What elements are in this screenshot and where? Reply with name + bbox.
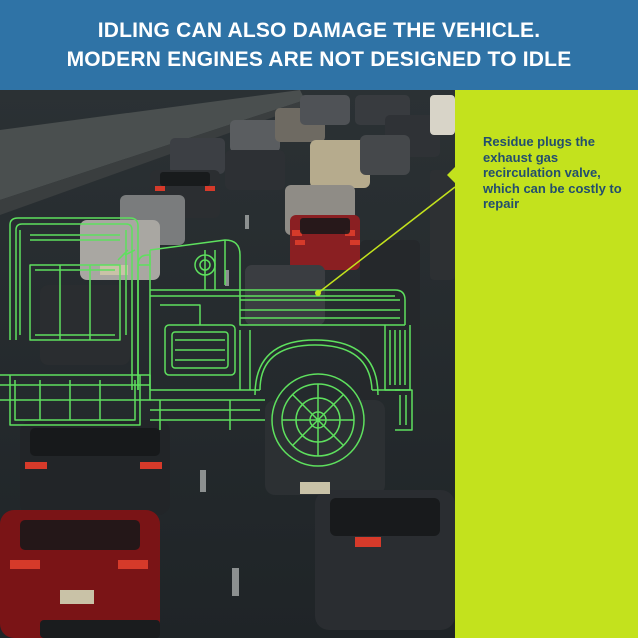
callout-leader-line	[315, 186, 455, 296]
headline-line-2: MODERN ENGINES ARE NOT DESIGNED TO IDLE	[66, 48, 572, 71]
headline-line-1: IDLING CAN ALSO DAMAGE THE VEHICLE.	[97, 19, 541, 42]
header-banner: IDLING CAN ALSO DAMAGE THE VEHICLE. MODE…	[0, 0, 638, 90]
callout-text: Residue plugs the exhaust gas recirculat…	[483, 134, 622, 211]
traffic-photo	[0, 90, 455, 638]
wireframe-jeep-icon	[0, 217, 413, 467]
callout-panel: Residue plugs the exhaust gas recirculat…	[447, 90, 638, 638]
callout-pointer-icon	[447, 165, 457, 185]
